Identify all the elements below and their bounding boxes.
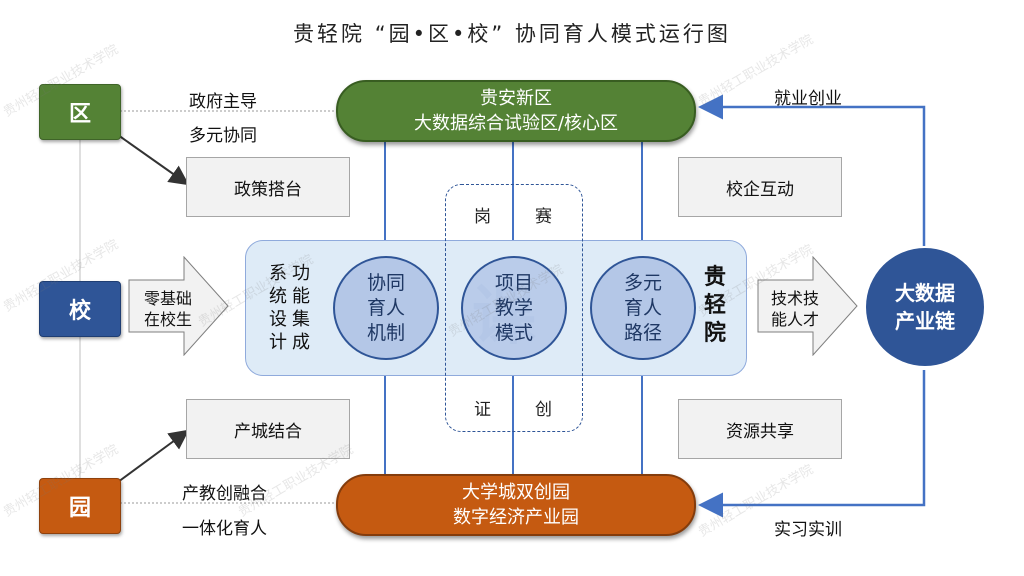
circle-line: 多元 [623,271,662,294]
circle-line: 项目 [494,271,533,294]
school-name-vertical: 贵 轻 院 [704,264,726,348]
dashed-label-gang: 岗 [474,207,491,227]
industry-line2: 产业链 [895,309,955,333]
employment-label: 就业创业 [774,89,842,109]
system-char: 集 [292,309,310,330]
top-pill-line2: 大数据综合试验区/核心区 [413,113,619,134]
system-char: 能 [292,286,310,307]
circle-line: 路径 [623,321,662,344]
circle-line: 模式 [494,321,533,344]
box-policy: 政策搭台 [186,157,350,217]
system-char: 设 [269,309,287,330]
box-city: 产城结合 [186,399,350,459]
circle-line: 教学 [494,296,533,319]
internship-label: 实习实训 [774,520,842,540]
dashed-label-chuang: 创 [535,400,552,420]
system-char: 功 [292,263,310,284]
circle-line: 育人 [623,296,662,319]
input-arrow-shape [128,256,229,356]
input-arrow-line2: 在校生 [143,310,192,329]
system-char: 统 [269,286,287,307]
dashed-label-sai: 赛 [535,207,552,227]
arrow-qu-to-policy [117,134,190,186]
diagram-title: 贵轻院 “园•区•校” 协同育人模式运行图 [293,22,731,46]
output-arrow-line2: 能人才 [770,310,819,329]
xiao-box: 校 [39,281,121,337]
bottom-pill-line1: 大学城双创园 [462,482,570,503]
dashed-box [445,184,583,432]
system-col-2: 功 能 集 成 [292,262,310,354]
input-arrow-line1: 零基础 [143,289,192,308]
yuan-label-1: 产教创融合 [182,484,267,504]
circle-diverse-path: 多元 育人 路径 [590,256,696,360]
yuan-label-2: 一体化育人 [182,519,267,539]
school-char: 轻 [704,293,727,318]
bottom-pill-line2: 数字经济产业园 [453,507,579,528]
box-resource: 资源共享 [678,399,842,459]
system-char: 系 [269,263,287,284]
circle-line: 机制 [366,321,405,344]
dashed-label-zheng: 证 [474,400,491,420]
arrow-loop-top [698,94,926,246]
system-col-1: 系 统 设 计 [269,262,287,354]
arrow-yuan-to-city [117,429,190,483]
circle-line: 协同 [366,271,405,294]
output-arrow-text: 技术技 能人才 [760,288,830,330]
top-pill-guian: 贵安新区 大数据综合试验区/核心区 [336,80,696,142]
top-pill-line1: 贵安新区 [480,88,552,109]
bottom-pill-university: 大学城双创园 数字经济产业园 [336,474,696,536]
big-data-industry-circle: 大数据 产业链 [866,248,984,366]
arrow-loop-bottom [698,370,926,518]
industry-line1: 大数据 [895,281,955,305]
qu-label-1: 政府主导 [189,92,257,112]
box-enterprise: 校企互动 [678,157,842,217]
system-char: 成 [292,332,310,353]
input-arrow-text: 零基础 在校生 [133,288,203,330]
output-arrow-shape [757,256,858,356]
circle-project-teaching: 项目 教学 模式 [461,256,567,360]
yuan-box: 园 [39,478,121,534]
output-arrow-line1: 技术技 [770,289,819,308]
system-char: 计 [269,332,287,353]
circle-line: 育人 [366,296,405,319]
school-char: 院 [704,321,727,346]
qu-label-2: 多元协同 [189,126,257,146]
school-char: 贵 [704,265,727,290]
qu-box: 区 [39,84,121,140]
circle-collab-mechanism: 协同 育人 机制 [333,256,439,360]
